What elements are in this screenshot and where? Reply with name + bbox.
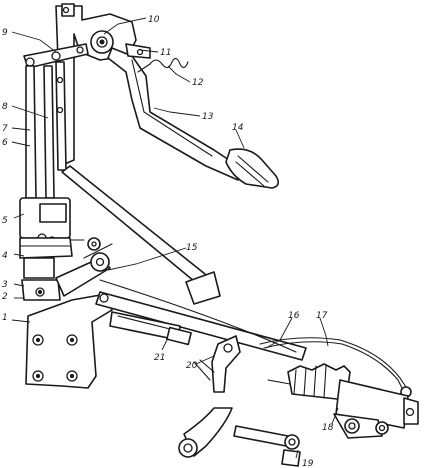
pedal-bracket (55, 3, 137, 167)
pedal-pad (225, 148, 280, 189)
support-bracket (25, 293, 113, 389)
label-12: 12 (192, 78, 204, 88)
pedal-stop (125, 43, 151, 59)
label-11: 11 (160, 48, 171, 58)
pedal-rod (61, 165, 221, 305)
label-4: 4 (2, 251, 8, 261)
pedal-pivot-shaft (90, 30, 114, 54)
label-16: 16 (288, 311, 300, 321)
label-5: 5 (2, 216, 8, 226)
tie-rod (95, 291, 307, 361)
label-1: 1 (2, 313, 8, 323)
slave-cylinder (267, 363, 419, 429)
release-lever (333, 413, 389, 439)
hydraulic-line (99, 279, 412, 398)
link-arm (55, 237, 113, 297)
label-3: 3 (2, 280, 8, 290)
release-linkage (178, 407, 301, 467)
label-2: 2 (2, 292, 8, 302)
label-15: 15 (186, 243, 198, 253)
label-7: 7 (2, 124, 8, 134)
label-19: 19 (302, 459, 314, 468)
upper-lever (23, 43, 89, 69)
master-cylinder (19, 197, 85, 301)
cross-lever (193, 335, 241, 393)
callout-labels: 1 2 3 4 5 6 7 8 9 10 11 12 13 14 15 16 1… (2, 15, 334, 468)
label-20: 20 (186, 361, 198, 371)
label-8: 8 (2, 102, 8, 112)
label-21: 21 (154, 353, 165, 363)
label-14: 14 (232, 123, 244, 133)
label-13: 13 (202, 112, 214, 122)
clutch-pedal (107, 47, 245, 181)
label-6: 6 (2, 138, 8, 148)
return-spring (137, 57, 189, 73)
callout-leaders (11, 17, 339, 459)
pushrods (25, 61, 67, 199)
label-9: 9 (2, 28, 8, 38)
label-17: 17 (316, 311, 328, 321)
label-18: 18 (322, 423, 334, 433)
label-10: 10 (148, 15, 160, 25)
